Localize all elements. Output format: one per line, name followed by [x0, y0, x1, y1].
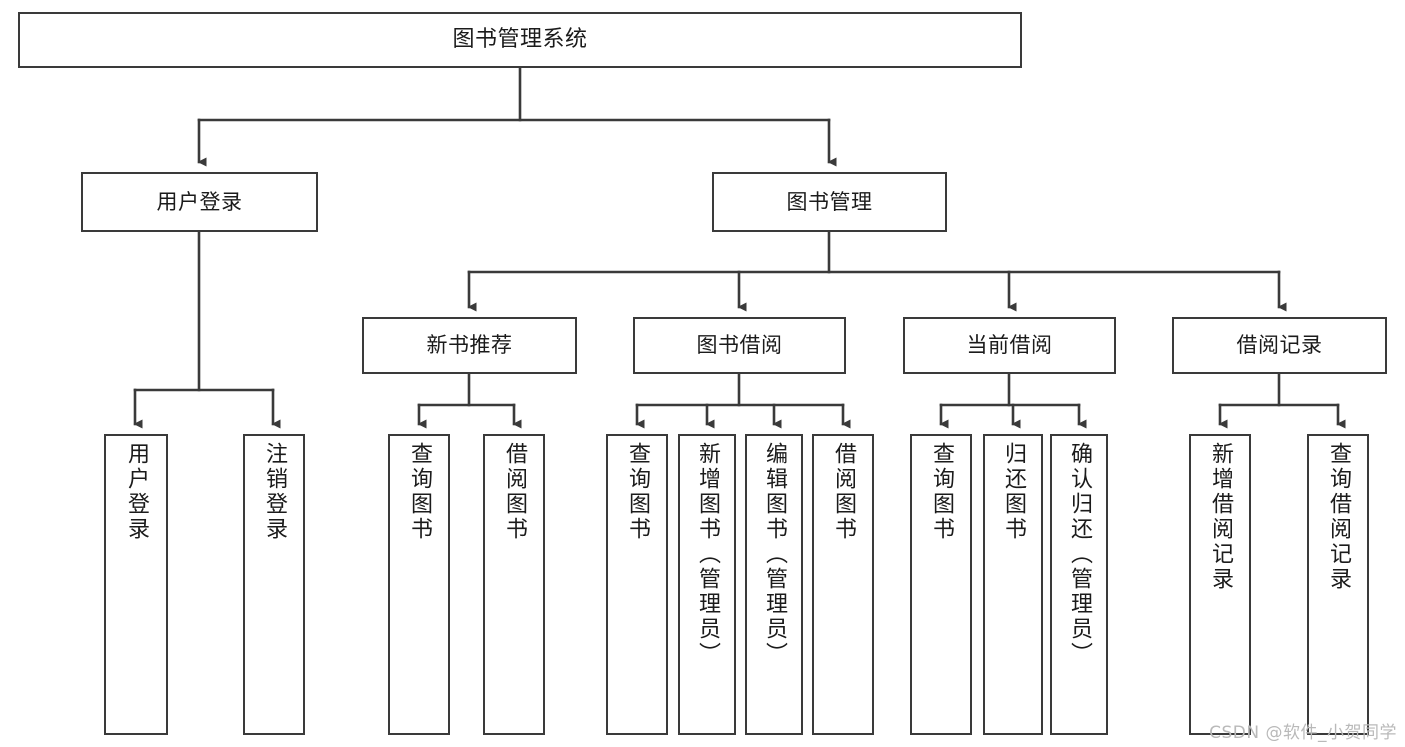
node-root-system[interactable]: 图书管理系统 — [18, 12, 1022, 68]
node-book-borrow[interactable]: 图书借阅 — [633, 317, 846, 374]
node-current-borrow[interactable]: 当前借阅 — [903, 317, 1116, 374]
node-new-book-recommend[interactable]: 新书推荐 — [362, 317, 577, 374]
node-user-login[interactable]: 用户登录 — [81, 172, 318, 232]
csdn-watermark: CSDN @软件_小贺同学 — [1209, 723, 1397, 743]
node-label: 注销登录 — [262, 442, 287, 542]
node-book-manage[interactable]: 图书管理 — [712, 172, 947, 232]
node-leaf-add-borrow-record[interactable]: 新增借阅记录 — [1189, 434, 1251, 735]
node-leaf-return-book[interactable]: 归还图书 — [983, 434, 1043, 735]
node-label: 借阅记录 — [1236, 333, 1323, 358]
node-label: 查询图书 — [625, 442, 650, 542]
node-label: 图书借阅 — [696, 333, 783, 358]
node-leaf-query-borrow-record[interactable]: 查询借阅记录 — [1307, 434, 1369, 735]
node-leaf-query-book-current[interactable]: 查询图书 — [910, 434, 972, 735]
node-leaf-edit-book-admin[interactable]: 编辑图书（管理员） — [745, 434, 803, 735]
node-label: 查询借阅记录 — [1326, 442, 1351, 592]
node-label: 查询图书 — [407, 442, 432, 542]
node-label: 借阅图书 — [502, 442, 527, 542]
node-label: 借阅图书 — [831, 442, 856, 542]
node-leaf-add-book-admin[interactable]: 新增图书（管理员） — [678, 434, 736, 735]
node-label: 编辑图书（管理员） — [762, 442, 787, 667]
node-label: 新书推荐 — [426, 333, 513, 358]
node-leaf-query-book-borrow[interactable]: 查询图书 — [606, 434, 668, 735]
node-leaf-borrow-book-recommend[interactable]: 借阅图书 — [483, 434, 545, 735]
node-label: 归还图书 — [1001, 442, 1026, 542]
node-label: 当前借阅 — [966, 333, 1053, 358]
node-label: 新增借阅记录 — [1208, 442, 1233, 592]
node-leaf-user-logout[interactable]: 注销登录 — [243, 434, 305, 735]
node-label: 确认归还（管理员） — [1067, 442, 1092, 667]
node-borrow-record[interactable]: 借阅记录 — [1172, 317, 1387, 374]
node-label: 图书管理系统 — [452, 27, 588, 53]
node-label: 图书管理 — [786, 189, 873, 214]
node-leaf-borrow-book[interactable]: 借阅图书 — [812, 434, 874, 735]
node-label: 查询图书 — [929, 442, 954, 542]
node-label: 用户登录 — [124, 442, 149, 542]
node-leaf-user-login[interactable]: 用户登录 — [104, 434, 168, 735]
node-label: 新增图书（管理员） — [695, 442, 720, 667]
node-leaf-confirm-return-admin[interactable]: 确认归还（管理员） — [1050, 434, 1108, 735]
node-label: 用户登录 — [156, 189, 243, 214]
node-leaf-query-book-recommend[interactable]: 查询图书 — [388, 434, 450, 735]
